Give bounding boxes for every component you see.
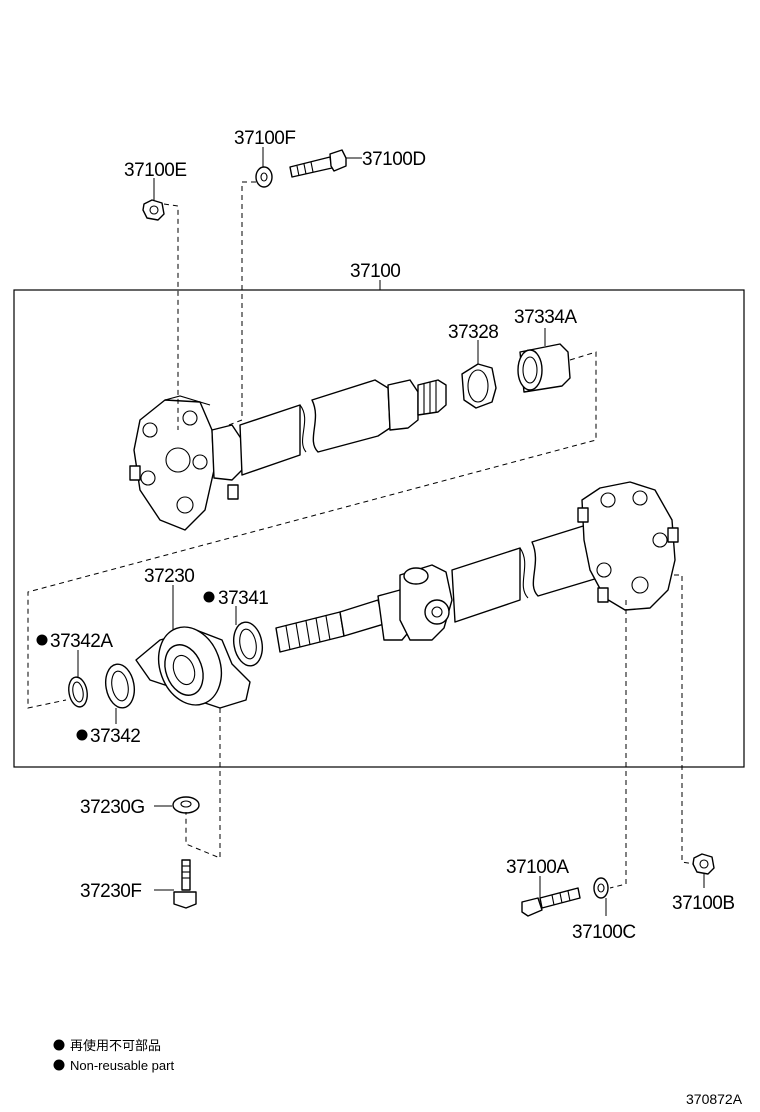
label-37230G: 37230G — [80, 797, 145, 818]
leader-lines — [77, 147, 705, 916]
label-37328: 37328 — [448, 322, 498, 343]
front-shaft-assembly — [129, 379, 447, 531]
part-37341-seal — [232, 621, 264, 667]
part-37342-seal — [104, 663, 136, 709]
part-37328-nut — [461, 363, 497, 409]
legend-text-en: Non-reusable part — [70, 1058, 174, 1073]
label-37342: 37342 — [90, 726, 140, 747]
non-reusable-marker-37341 — [203, 591, 215, 603]
label-37230: 37230 — [144, 566, 194, 587]
part-37334A-sleeve — [517, 343, 571, 393]
rear-shaft-assembly — [275, 481, 679, 653]
label-37100E: 37100E — [124, 160, 187, 181]
part-37100D-bolt — [289, 149, 347, 178]
part-37100A-bolt — [521, 887, 581, 917]
label-37100: 37100 — [350, 261, 400, 282]
label-37100C: 37100C — [572, 922, 636, 943]
label-37341: 37341 — [218, 588, 268, 609]
part-37100E-nut — [142, 199, 165, 221]
label-37230F: 37230F — [80, 881, 141, 902]
installation-guide-lines — [27, 181, 695, 889]
assembly-frame — [13, 289, 745, 768]
part-37100F-washer — [255, 166, 273, 188]
part-37100C-washer — [593, 877, 609, 899]
label-37334A: 37334A — [514, 307, 577, 328]
label-37100A: 37100A — [506, 857, 569, 878]
label-37342A: 37342A — [50, 631, 113, 652]
part-37230F-bolt — [173, 859, 197, 909]
non-reusable-marker-37342 — [76, 729, 88, 741]
legend-marker-1 — [53, 1039, 65, 1051]
legend-marker-2 — [53, 1059, 65, 1071]
part-37230-center-bearing — [135, 626, 251, 709]
label-37100B: 37100B — [672, 893, 735, 914]
part-37342A-snap-ring — [68, 676, 88, 708]
label-37100F: 37100F — [234, 128, 295, 149]
part-37230G-washer — [172, 796, 200, 814]
label-37100D: 37100D — [362, 149, 426, 170]
figure-reference: 370872A — [686, 1091, 743, 1107]
non-reusable-marker-37342A — [36, 634, 48, 646]
legend-text-ja: 再使用不可部品 — [70, 1038, 161, 1053]
part-37100B-nut — [692, 853, 715, 875]
